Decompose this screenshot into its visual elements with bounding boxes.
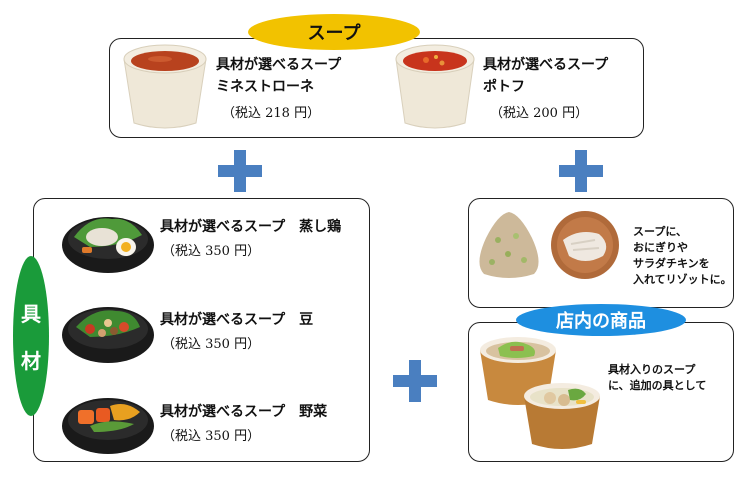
risotto-note-line: スープに、: [633, 225, 688, 238]
risotto-note-line: おにぎりや: [633, 241, 688, 254]
store-note-line: に、追加の具として: [608, 379, 707, 392]
plus-icon: [393, 360, 437, 402]
pot-au-feu-name-line1: 具材が選べるスープ: [483, 57, 609, 73]
beans-bowl-image: [60, 297, 156, 369]
ingredients-label-pill: 具 材: [13, 256, 49, 416]
ingredient-price: （税込 350 円）: [162, 244, 261, 259]
soup-label-pill: スープ: [248, 14, 420, 50]
minestrone-name-line1: 具材が選べるスープ: [216, 57, 342, 73]
risotto-note-line: 入れてリゾットに。: [633, 273, 732, 286]
store-soup-cup-image: [520, 380, 604, 458]
ingredients-label-bottom: 材: [21, 349, 41, 373]
store-label: 店内の商品: [556, 311, 646, 332]
store-note-line: 具材入りのスープ: [608, 363, 696, 376]
ingredients-label-top: 具: [21, 302, 41, 326]
ingredient-price: （税込 350 円）: [162, 337, 261, 352]
minestrone-price: （税込 218 円）: [222, 106, 321, 121]
minestrone-name-line2: ミネストローネ: [216, 79, 314, 95]
onigiri-image: [472, 208, 546, 284]
plus-icon: [218, 150, 262, 192]
store-label-pill: 店内の商品: [516, 304, 686, 336]
pot-au-feu-name-line2: ポトフ: [483, 79, 525, 95]
salad-chicken-image: [549, 210, 621, 284]
ingredient-price: （税込 350 円）: [162, 429, 261, 444]
vegetables-bowl-image: [60, 388, 156, 460]
risotto-note-line: サラダチキンを: [633, 257, 710, 270]
ingredient-name: 具材が選べるスープ 野菜: [160, 404, 328, 420]
ingredient-name: 具材が選べるスープ 蒸し鶏: [160, 219, 342, 235]
pot-au-feu-cup-image: [392, 41, 478, 137]
plus-icon: [559, 150, 603, 192]
ingredient-name: 具材が選べるスープ 豆: [160, 312, 314, 328]
minestrone-cup-image: [120, 41, 210, 137]
steamed-chicken-bowl-image: [60, 207, 156, 279]
pot-au-feu-price: （税込 200 円）: [490, 106, 589, 121]
soup-label: スープ: [307, 23, 361, 44]
